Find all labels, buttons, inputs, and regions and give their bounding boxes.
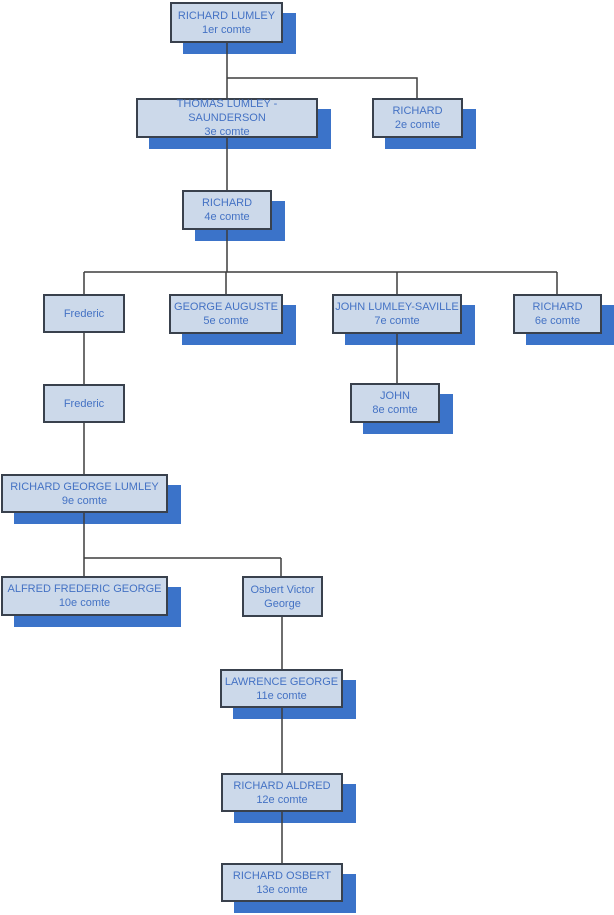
person-title: 11e comte xyxy=(256,689,307,702)
node-earl-13[interactable]: RICHARD OSBERT 13e comte xyxy=(221,863,343,902)
node-earl-6[interactable]: RICHARD 6e comte xyxy=(513,294,602,334)
node-earl-12[interactable]: RICHARD ALDRED 12e comte xyxy=(221,773,343,812)
person-title: 4e comte xyxy=(204,211,250,223)
person-name: RICHARD ALDRED xyxy=(233,779,331,792)
node-osbert[interactable]: Osbert Victor George xyxy=(242,576,323,617)
person-title: 9e comte xyxy=(61,494,108,507)
node-frederic-a[interactable]: Frederic xyxy=(43,294,125,333)
person-title: 3e comte xyxy=(204,126,250,138)
person-title: 1er comte xyxy=(202,23,251,36)
person-name: JOHN xyxy=(380,390,410,402)
node-earl-11[interactable]: LAWRENCE GEORGE 11e comte xyxy=(220,669,343,708)
person-title: 8e comte xyxy=(372,404,418,416)
person-name: RICHARD xyxy=(201,197,253,209)
node-earl-7[interactable]: JOHN LUMLEY-SAVILLE 7e comte xyxy=(332,294,462,334)
person-title: 10e comte xyxy=(58,597,111,609)
person-name: GEORGE AUGUSTE xyxy=(174,301,278,313)
node-earl-10[interactable]: ALFRED FREDERIC GEORGE 10e comte xyxy=(1,576,168,616)
node-earl-4[interactable]: RICHARD 4e comte xyxy=(182,190,272,230)
person-name: JOHN LUMLEY-SAVILLE xyxy=(335,301,459,313)
node-earl-9[interactable]: RICHARD GEORGE LUMLEY 9e comte xyxy=(1,474,168,513)
person-name: Frederic xyxy=(63,307,105,320)
person-name: RICHARD LUMLEY xyxy=(177,9,276,22)
person-name: RICHARD xyxy=(392,105,443,117)
person-title: 5e comte xyxy=(203,315,249,327)
connector-earl4-children xyxy=(83,230,558,294)
person-title: 6e comte xyxy=(534,315,581,327)
person-name: RICHARD OSBERT xyxy=(232,869,332,882)
node-frederic-b[interactable]: Frederic xyxy=(43,384,125,423)
node-earl-8[interactable]: JOHN 8e comte xyxy=(350,383,440,423)
person-name: ALFRED FREDERIC GEORGE xyxy=(7,583,162,595)
person-name: THOMAS LUMLEY -SAUNDERSON xyxy=(176,98,278,124)
node-earl-1[interactable]: RICHARD LUMLEY 1er comte xyxy=(170,2,283,43)
node-earl-2[interactable]: RICHARD 2e comte xyxy=(372,98,463,138)
person-title: 2e comte xyxy=(394,119,441,131)
person-title: 7e comte xyxy=(374,315,420,327)
person-title: 13e comte xyxy=(256,883,308,896)
node-earl-3[interactable]: THOMAS LUMLEY -SAUNDERSON 3e comte xyxy=(136,98,318,138)
connector-earl9-children xyxy=(83,513,282,576)
person-name: RICHARD xyxy=(532,301,583,313)
person-name: LAWRENCE GEORGE xyxy=(224,675,339,688)
person-name: Frederic xyxy=(63,397,105,410)
person-name: Osbert Victor George xyxy=(250,583,315,610)
person-title: 12e comte xyxy=(256,793,308,806)
node-earl-5[interactable]: GEORGE AUGUSTE 5e comte xyxy=(169,294,283,334)
connector-earl1-earl2 xyxy=(227,77,418,98)
person-name: RICHARD GEORGE LUMLEY xyxy=(10,480,159,493)
